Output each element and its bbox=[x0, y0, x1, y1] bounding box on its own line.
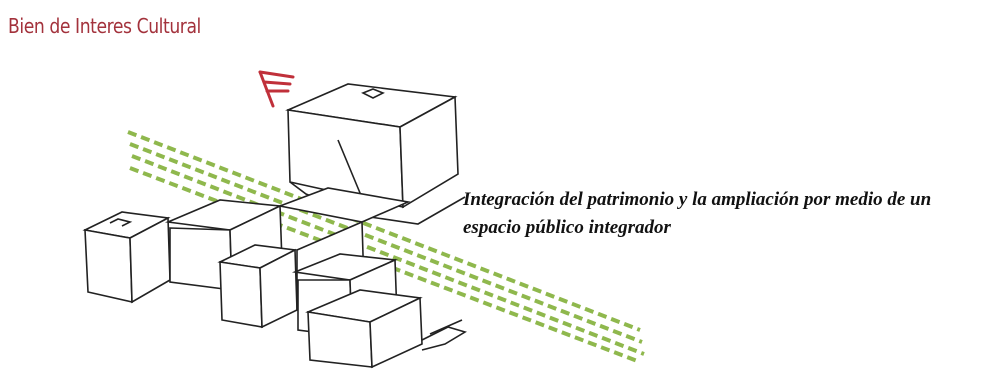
new-building-cube bbox=[285, 83, 466, 225]
building-sketch bbox=[82, 70, 645, 369]
heritage-buildings bbox=[82, 187, 467, 369]
page-title: Bien de Interes Cultural bbox=[8, 14, 201, 38]
caption-text: Integración del patrimonio y la ampliaci… bbox=[463, 189, 932, 238]
north-arrow-icon bbox=[258, 70, 295, 108]
